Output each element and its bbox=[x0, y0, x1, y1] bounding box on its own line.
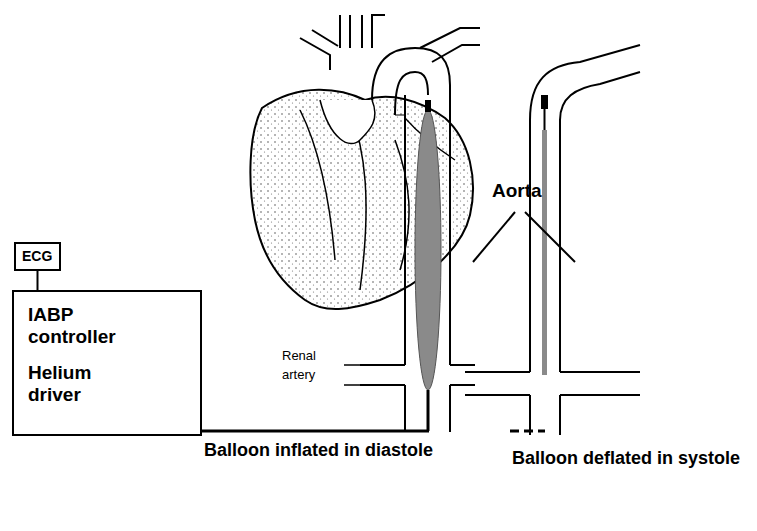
node-text: Helium driver bbox=[28, 362, 143, 406]
leader-line bbox=[525, 212, 575, 262]
catheter bbox=[200, 430, 429, 433]
catheter bbox=[427, 390, 430, 431]
ecg-box: ECG bbox=[14, 242, 61, 271]
balloon-deflated bbox=[542, 130, 547, 375]
caption-label: Balloon inflated in diastole bbox=[204, 440, 434, 462]
node-text: IABP controller bbox=[28, 304, 143, 348]
caption-label: Balloon deflated in systole bbox=[512, 448, 742, 470]
balloon-tip bbox=[425, 100, 431, 112]
node-text: ECG bbox=[22, 248, 53, 264]
catheter-dashed bbox=[510, 430, 545, 433]
aorta-left bbox=[300, 15, 480, 432]
leader-line bbox=[344, 384, 404, 386]
connector-wire bbox=[37, 271, 38, 290]
vessel-label: Renal artery bbox=[282, 347, 344, 385]
balloon-tip bbox=[541, 95, 548, 109]
leader-line bbox=[473, 212, 515, 262]
leader-line bbox=[344, 364, 404, 366]
vessel-label: Aorta bbox=[492, 180, 542, 203]
balloon-inflated bbox=[415, 110, 441, 390]
catheter bbox=[544, 109, 546, 130]
aorta-right bbox=[465, 45, 640, 435]
controller-box: IABP controllerHelium driver bbox=[12, 290, 202, 436]
